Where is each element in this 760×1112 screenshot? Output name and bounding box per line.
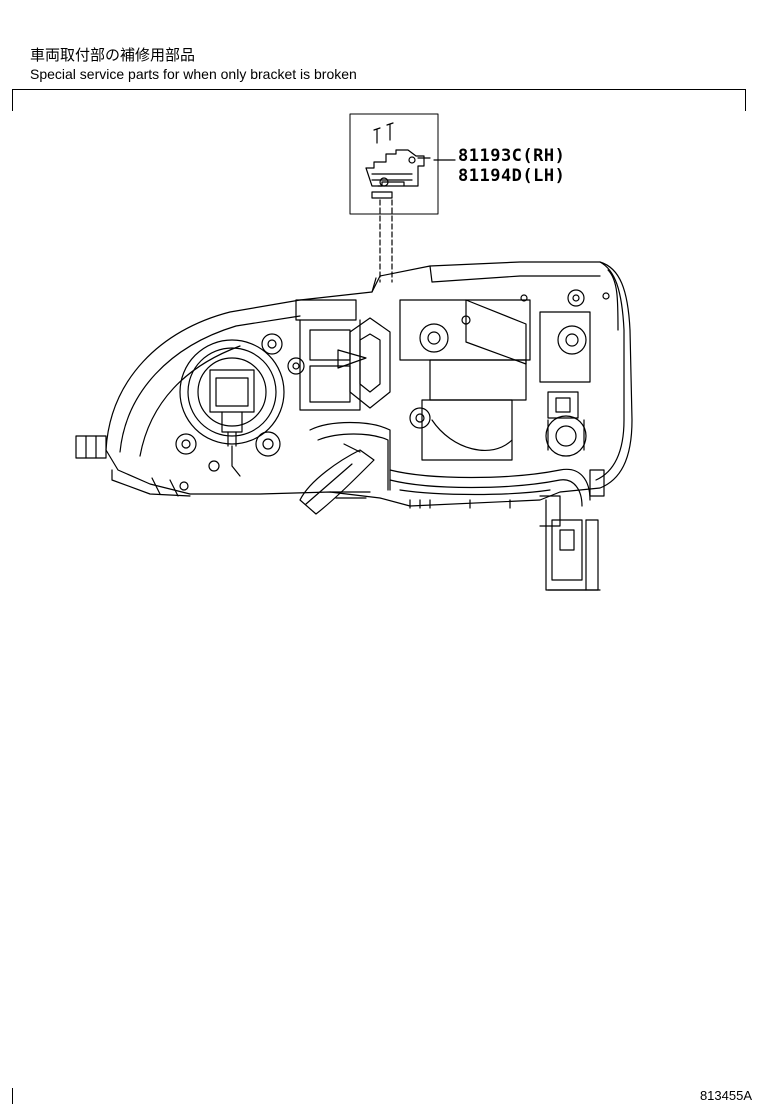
headlamp-assembly-drawing xyxy=(75,261,633,591)
section-title-japanese: 車両取付部の補修用部品 xyxy=(30,46,196,64)
section-bracket-top xyxy=(12,89,746,90)
callout-box xyxy=(349,113,439,215)
screw-icon xyxy=(373,122,394,144)
illustration-reference-code: 813455A xyxy=(699,1088,752,1103)
part-number-rh: 81193C(RH) xyxy=(458,146,566,166)
bracket-kit-callout xyxy=(349,113,456,283)
corner-mark xyxy=(12,1088,13,1104)
section-bracket-left xyxy=(12,89,13,111)
section-bracket-right xyxy=(745,89,746,111)
part-number-lh: 81194D(LH) xyxy=(458,166,566,186)
section-title-english: Special service parts for when only brac… xyxy=(30,66,357,82)
bracket-part-icon xyxy=(365,149,431,199)
